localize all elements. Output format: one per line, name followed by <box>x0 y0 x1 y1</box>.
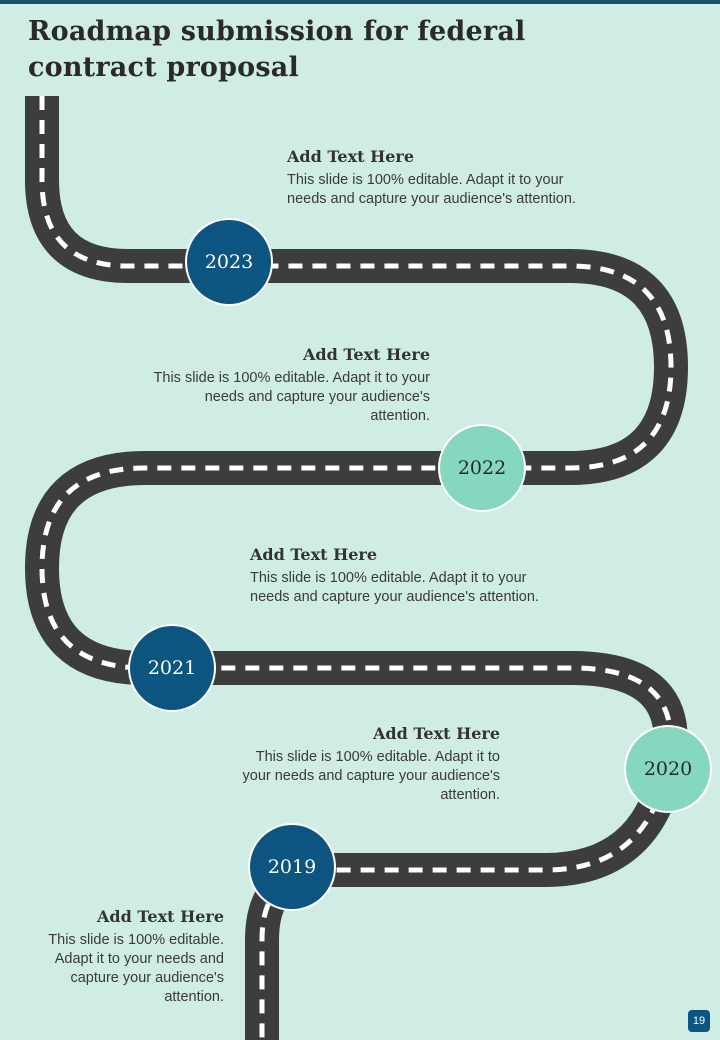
milestone-year: 2022 <box>457 457 507 479</box>
milestone-body: This slide is 100% editable. Adapt it to… <box>250 570 539 605</box>
milestone-2022: 2022 <box>440 426 524 510</box>
milestone-text-2019: Add Text Here This slide is 100% editabl… <box>44 907 224 1007</box>
milestone-body: This slide is 100% editable. Adapt it to… <box>287 172 576 207</box>
milestone-body: This slide is 100% editable. Adapt it to… <box>153 370 430 424</box>
page-number: 19 <box>692 1015 706 1027</box>
milestone-heading: Add Text Here <box>96 907 224 926</box>
milestone-heading: Add Text Here <box>250 545 378 564</box>
milestone-text-2020: Add Text Here This slide is 100% editabl… <box>230 724 501 805</box>
road-center-dashes <box>39 96 674 1040</box>
milestone-heading: Add Text Here <box>302 345 430 364</box>
page-title: Roadmap submission for federal contract … <box>28 16 526 83</box>
milestone-body: This slide is 100% editable. Adapt it to… <box>48 932 224 1005</box>
milestone-2019: 2019 <box>250 825 334 909</box>
milestone-year: 2020 <box>643 758 693 780</box>
milestone-2021: 2021 <box>130 626 214 710</box>
page-number-badge: 19 <box>688 1010 710 1032</box>
milestone-text-2022: Add Text Here This slide is 100% editabl… <box>150 345 430 426</box>
milestone-year: 2021 <box>147 657 197 679</box>
milestone-body: This slide is 100% editable. Adapt it to… <box>242 749 501 803</box>
milestone-year: 2019 <box>267 856 317 878</box>
milestone-heading: Add Text Here <box>287 147 415 166</box>
milestone-2020: 2020 <box>626 727 710 811</box>
milestone-text-2021: Add Text Here This slide is 100% editabl… <box>250 545 540 607</box>
milestone-heading: Add Text Here <box>372 724 500 743</box>
milestone-year: 2023 <box>204 251 254 273</box>
milestone-text-2023: Add Text Here This slide is 100% editabl… <box>287 147 577 209</box>
milestone-2023: 2023 <box>187 220 271 304</box>
top-accent-bar <box>0 0 720 4</box>
